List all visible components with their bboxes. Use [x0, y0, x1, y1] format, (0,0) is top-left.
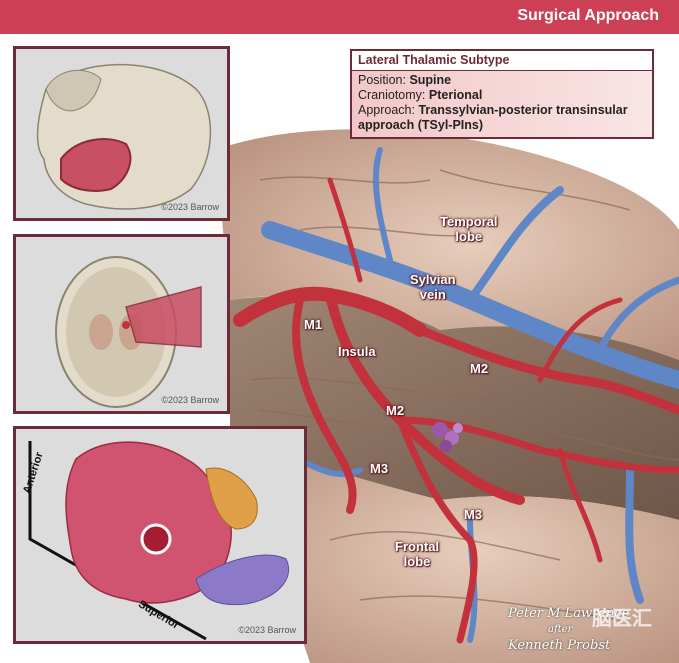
approach-row: Approach: Transsylvian-posterior transin… — [358, 103, 646, 133]
copyright-label: ©2023 Barrow — [238, 625, 296, 635]
m3-left-label: M3 — [370, 461, 389, 476]
info-body: Position: Supine Craniotomy: Pterional A… — [352, 71, 652, 137]
frontal-lobe-label: Frontal lobe — [395, 539, 440, 569]
skull-base-panel: ©2023 Barrow — [13, 234, 230, 414]
skull-lateral-panel: ©2023 Barrow — [13, 46, 230, 221]
m1-label: M1 — [304, 317, 323, 332]
approach-value: Transsylvian-posterior transinsular appr… — [358, 103, 628, 132]
insula-label: Insula — [338, 344, 376, 359]
illustration-scene: ©2023 Barrow ©2023 Barrow Anterior Super… — [0, 34, 679, 663]
info-title: Lateral Thalamic Subtype — [352, 51, 652, 71]
approach-info-box: Lateral Thalamic Subtype Position: Supin… — [350, 49, 654, 139]
skull-base-drawing — [55, 256, 202, 408]
brain-3d-drawing — [28, 441, 290, 641]
m3-right-label: M3 — [464, 507, 483, 522]
watermark-logo: 脑医汇 — [592, 608, 652, 630]
brain-3d-panel: Anterior Superior ©2023 Barrow — [13, 426, 307, 644]
position-label: Position: — [358, 73, 406, 87]
sylvian-vein-label: Sylvian vein — [410, 272, 456, 302]
position-value: Supine — [409, 73, 452, 87]
m2-upper-label: M2 — [470, 361, 489, 376]
craniotomy-label: Craniotomy: — [358, 88, 426, 102]
signature-line-2: after — [548, 624, 573, 635]
signature-line-3: Kenneth Probst — [508, 638, 611, 653]
frontal-lobe-surface — [230, 440, 679, 663]
copyright-label: ©2023 Barrow — [161, 202, 219, 212]
position-row: Position: Supine — [358, 73, 646, 88]
lesion-cluster — [432, 422, 463, 452]
header-bar: Surgical Approach — [0, 0, 679, 34]
craniotomy-row: Craniotomy: Pterional — [358, 88, 646, 103]
craniotomy-value: Pterional — [428, 88, 483, 102]
artist-signature: Peter M Lawrence after Kenneth Probst — [508, 604, 629, 656]
approach-label: Approach: — [358, 103, 415, 117]
temporal-lobe-label: Temporal lobe — [440, 214, 498, 244]
signature-line-1: Peter M Lawrence — [508, 606, 630, 621]
m2-lower-label: M2 — [386, 403, 405, 418]
copyright-label: ©2023 Barrow — [161, 395, 219, 405]
skull-lateral-drawing — [36, 63, 212, 210]
header-title: Surgical Approach — [517, 7, 659, 24]
